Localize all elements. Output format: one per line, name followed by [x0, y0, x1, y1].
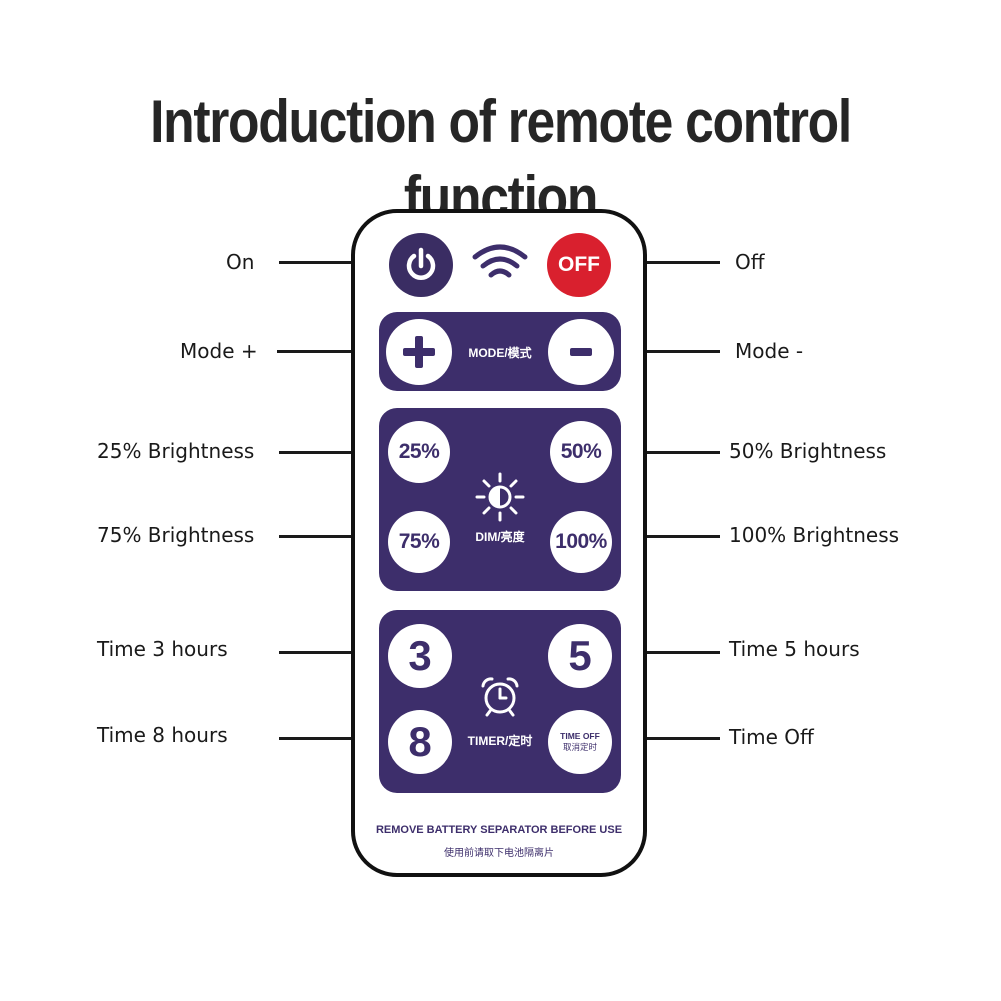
label-time-off: Time Off [729, 725, 814, 749]
leader-line-t5 [613, 651, 720, 654]
leader-line-25 [279, 451, 382, 454]
brightness-25-button[interactable]: 25% [388, 421, 450, 483]
label-time-5: Time 5 hours [729, 637, 860, 661]
timer-panel-label: TIMER/定时 [467, 734, 533, 748]
timer-off-button[interactable]: TIME OFF 取消定时 [548, 710, 612, 774]
battery-note-cn: 使用前请取下电池隔离片 [444, 848, 554, 859]
brightness-50-button[interactable]: 50% [550, 421, 612, 483]
leader-line-off [618, 261, 720, 264]
power-on-button[interactable] [389, 233, 453, 297]
battery-note-en: REMOVE BATTERY SEPARATOR BEFORE USE [375, 824, 623, 836]
leader-line-mode-plus [277, 350, 377, 353]
label-75-brightness: 75% Brightness [97, 523, 255, 547]
mode-panel: MODE/模式 [379, 312, 621, 391]
mode-plus-button[interactable] [386, 319, 452, 385]
leader-line-75 [279, 535, 382, 538]
label-mode-plus: Mode + [180, 339, 258, 363]
leader-line-mode-minus [618, 350, 720, 353]
power-icon [406, 247, 436, 280]
leader-line-100 [613, 535, 720, 538]
timer-8-button[interactable]: 8 [388, 710, 452, 774]
leader-line-toff [613, 737, 720, 740]
label-25-brightness: 25% Brightness [97, 439, 255, 463]
wifi-signal-icon [472, 244, 528, 278]
label-50-brightness: 50% Brightness [729, 439, 887, 463]
label-off: Off [735, 250, 765, 274]
minus-icon [570, 348, 592, 356]
leader-line-t8 [279, 737, 382, 740]
mode-minus-button[interactable] [548, 319, 614, 385]
timer-off-label-cn: 取消定时 [562, 742, 597, 752]
brightness-sun-icon [475, 472, 525, 522]
alarm-clock-icon [481, 677, 519, 717]
leader-line-50 [613, 451, 720, 454]
page-title: Introduction of remote control function [150, 88, 852, 231]
dim-panel: 25% 50% 75% 100% DIM/亮度 [379, 408, 621, 591]
timer-panel: 3 5 8 TIME OFF 取消定时 TIMER/定时 [379, 610, 621, 793]
brightness-75-button[interactable]: 75% [388, 511, 450, 573]
brightness-100-button[interactable]: 100% [550, 511, 612, 573]
dim-panel-label: DIM/亮度 [475, 530, 525, 544]
timer-3-button[interactable]: 3 [388, 624, 452, 688]
mode-panel-label: MODE/模式 [468, 346, 532, 360]
label-time-8: Time 8 hours [97, 723, 228, 747]
label-mode-minus: Mode - [735, 339, 804, 363]
plus-icon [403, 336, 435, 368]
timer-5-button[interactable]: 5 [548, 624, 612, 688]
timer-off-label-en: TIME OFF [560, 731, 600, 741]
leader-line-on [279, 261, 377, 264]
remote-control: OFF MODE/模式 25% 50% 75% 100% [351, 209, 647, 877]
label-100-brightness: 100% Brightness [729, 523, 900, 547]
label-on: On [226, 250, 255, 274]
leader-line-t3 [279, 651, 382, 654]
power-off-button[interactable]: OFF [547, 233, 611, 297]
label-time-3: Time 3 hours [97, 637, 228, 661]
